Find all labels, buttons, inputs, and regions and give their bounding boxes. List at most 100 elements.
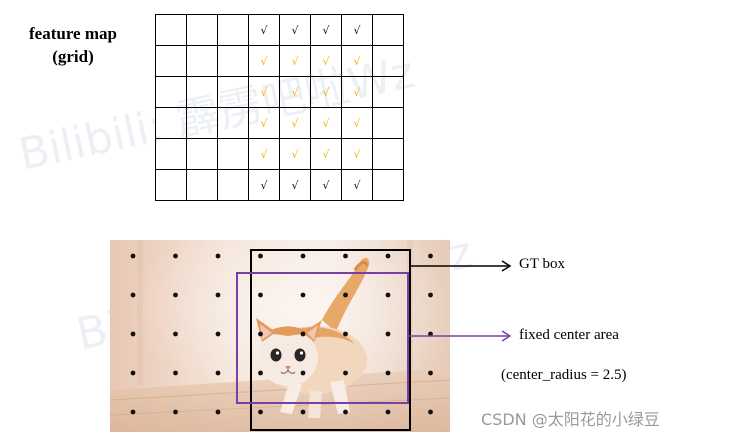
grid-cell — [217, 169, 249, 201]
grid-row: √√√√ — [155, 107, 404, 139]
grid-point-dot — [428, 253, 433, 259]
check-mark-cell: √ — [279, 45, 311, 77]
grid-point-dot — [385, 370, 391, 376]
grid-cell — [155, 107, 187, 139]
check-mark-cell: √ — [310, 14, 342, 46]
grid-cell — [217, 76, 249, 108]
grid-cell — [217, 14, 249, 46]
grid-point-dot — [428, 331, 433, 337]
grid-point-dot — [258, 370, 263, 376]
kitten-image-panel — [110, 240, 450, 432]
grid-cell — [186, 76, 218, 108]
grid-point-dot — [343, 292, 348, 298]
grid-cell — [217, 45, 249, 77]
grid-point-dot — [130, 370, 136, 376]
center-area-arrowhead — [501, 330, 512, 342]
grid-point-dot — [258, 253, 263, 259]
center-radius-label: (center_radius = 2.5) — [501, 367, 627, 383]
grid-point-dot — [215, 409, 221, 415]
check-mark-cell: √ — [248, 107, 280, 139]
check-mark-cell: √ — [248, 169, 280, 201]
grid-point-dot — [215, 292, 221, 298]
grid-point-dot — [300, 292, 306, 298]
check-mark-cell: √ — [248, 76, 280, 108]
grid-row: √√√√ — [155, 14, 404, 46]
grid-point-dot — [258, 292, 263, 298]
grid-point-dot — [428, 292, 433, 298]
check-mark-cell: √ — [310, 138, 342, 170]
grid-cell — [186, 45, 218, 77]
check-mark-cell: √ — [310, 45, 342, 77]
grid-point-dot — [385, 253, 391, 259]
grid-point-dot — [258, 331, 263, 337]
gt-box-label: GT box — [519, 256, 565, 272]
grid-point-dot — [258, 409, 263, 415]
grid-point-dot — [215, 253, 221, 259]
grid-point-dot — [343, 370, 348, 376]
check-mark-cell: √ — [279, 14, 311, 46]
check-mark-cell: √ — [279, 169, 311, 201]
check-mark-cell: √ — [341, 138, 373, 170]
grid-row: √√√√ — [155, 138, 404, 170]
grid-point-dot — [300, 253, 306, 259]
grid-cell — [372, 76, 404, 108]
grid-row: √√√√ — [155, 169, 404, 201]
feature-map-label-line1: feature map — [29, 24, 117, 43]
check-mark-cell: √ — [279, 107, 311, 139]
check-mark-cell: √ — [341, 76, 373, 108]
grid-cell — [217, 107, 249, 139]
grid-point-dot — [428, 409, 433, 415]
grid-point-dot — [130, 331, 136, 337]
grid-point-dot — [300, 370, 306, 376]
gt-box-arrowhead — [501, 260, 512, 272]
grid-point-dot — [173, 370, 178, 376]
grid-cell — [372, 45, 404, 77]
grid-cell — [155, 76, 187, 108]
grid-point-dot — [215, 331, 221, 337]
check-mark-cell: √ — [341, 107, 373, 139]
check-mark-cell: √ — [248, 14, 280, 46]
grid-point-dot — [343, 409, 348, 415]
grid-point-dot — [385, 292, 391, 298]
grid-cell — [186, 169, 218, 201]
grid-cell — [155, 169, 187, 201]
grid-cell — [217, 138, 249, 170]
grid-point-dot — [300, 331, 306, 337]
grid-cell — [186, 14, 218, 46]
grid-point-dot — [130, 253, 136, 259]
grid-cell — [372, 169, 404, 201]
check-mark-cell: √ — [310, 169, 342, 201]
grid-cell — [155, 14, 187, 46]
grid-point-dot — [173, 253, 178, 259]
feature-map-label-line2: (grid) — [52, 47, 94, 66]
fixed-center-area-label: fixed center area — [519, 327, 619, 343]
check-mark-cell: √ — [341, 169, 373, 201]
grid-point-dot — [173, 409, 178, 415]
check-mark-cell: √ — [279, 76, 311, 108]
grid-cell — [372, 138, 404, 170]
grid-cell — [186, 107, 218, 139]
grid-point-dot — [130, 409, 136, 415]
grid-cell — [186, 138, 218, 170]
grid-point-dot — [343, 253, 348, 259]
check-mark-cell: √ — [341, 14, 373, 46]
grid-cell — [372, 107, 404, 139]
grid-point-dot — [385, 331, 391, 337]
grid-point-dot — [173, 292, 178, 298]
feature-map-label: feature map (grid) — [14, 22, 132, 68]
check-mark-cell: √ — [248, 45, 280, 77]
kitten-image — [110, 240, 450, 432]
grid-cell — [372, 14, 404, 46]
grid-point-dot — [343, 331, 348, 337]
grid-point-dot — [385, 409, 391, 415]
check-mark-cell: √ — [310, 107, 342, 139]
grid-point-dot — [130, 292, 136, 298]
check-mark-cell: √ — [279, 138, 311, 170]
check-mark-cell: √ — [248, 138, 280, 170]
grid-row: √√√√ — [155, 76, 404, 108]
grid-point-dot — [428, 370, 433, 376]
grid-cell — [155, 45, 187, 77]
grid-point-dot — [300, 409, 306, 415]
check-mark-cell: √ — [310, 76, 342, 108]
check-mark-cell: √ — [341, 45, 373, 77]
